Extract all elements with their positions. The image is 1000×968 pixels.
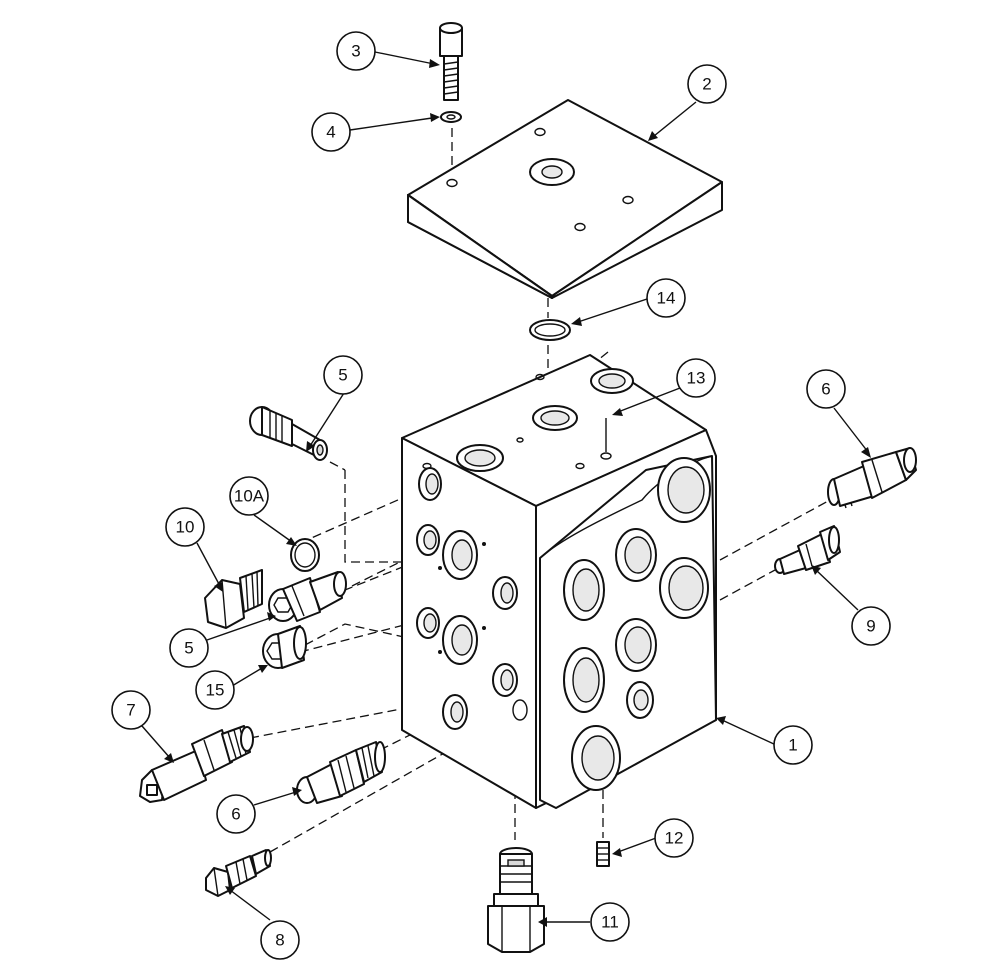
check-valve-part-9: [774, 525, 841, 575]
callout-15: 15: [195, 670, 235, 710]
callout-label: 5: [338, 366, 347, 385]
callout-label: 14: [657, 289, 676, 308]
callout-5-upper: 5: [323, 355, 363, 395]
callout-label: 5: [184, 639, 193, 658]
callout-6-lower: 6: [216, 794, 256, 834]
sensor-part-7: [139, 725, 254, 803]
washer-part-4: [440, 111, 462, 123]
callout-9: 9: [851, 606, 891, 646]
callout-3: 3: [336, 31, 376, 71]
valve-body-part-1: [401, 354, 717, 809]
callout-label: 6: [231, 805, 240, 824]
callout-8: 8: [260, 920, 300, 960]
bottom-cartridge-part-11: [487, 847, 545, 953]
callout-label: 1: [788, 736, 797, 755]
callout-label: 6: [821, 380, 830, 399]
callout-label: 12: [665, 829, 684, 848]
cartridge-part-5-upper: [249, 406, 328, 461]
callout-11: 11: [590, 902, 630, 942]
plug-part-10: [204, 569, 263, 629]
leader-lines: [141, 51, 871, 927]
o-ring-part-14: [529, 319, 571, 341]
cover-plate-part-2: [407, 99, 723, 299]
cartridge-part-5-lower: [268, 571, 347, 622]
callout-5-lower: 5: [169, 628, 209, 668]
callout-label: 15: [206, 681, 225, 700]
callout-6-upper: 6: [806, 369, 846, 409]
callout-12: 12: [654, 818, 694, 858]
callout-label: 10: [176, 518, 195, 537]
callout-label: 10A: [234, 487, 265, 506]
callout-7: 7: [111, 690, 151, 730]
callout-label: 8: [275, 931, 284, 950]
callout-label: 3: [351, 42, 360, 61]
callout-10A: 10A: [229, 476, 269, 516]
seal-ring-part-10A: [290, 538, 320, 572]
set-screw-part-12: [596, 841, 610, 867]
callout-label: 7: [126, 701, 135, 720]
callout-label: 2: [702, 75, 711, 94]
callout-14: 14: [646, 278, 686, 318]
callout-label: 11: [601, 913, 619, 932]
callout-10: 10: [165, 507, 205, 547]
cartridge-valve-part-6-upper: [827, 447, 917, 509]
callout-label: 13: [687, 369, 706, 388]
relief-cartridge-part-8: [205, 849, 272, 897]
cartridge-valve-part-6-lower: [296, 741, 386, 804]
cap-screw-part-3: [439, 22, 463, 101]
callout-2: 2: [687, 64, 727, 104]
socket-plug-part-15: [262, 625, 307, 669]
callout-label: 4: [326, 123, 335, 142]
callout-1: 1: [773, 725, 813, 765]
callout-13: 13: [676, 358, 716, 398]
callout-4: 4: [311, 112, 351, 152]
callout-label: 9: [866, 617, 875, 636]
